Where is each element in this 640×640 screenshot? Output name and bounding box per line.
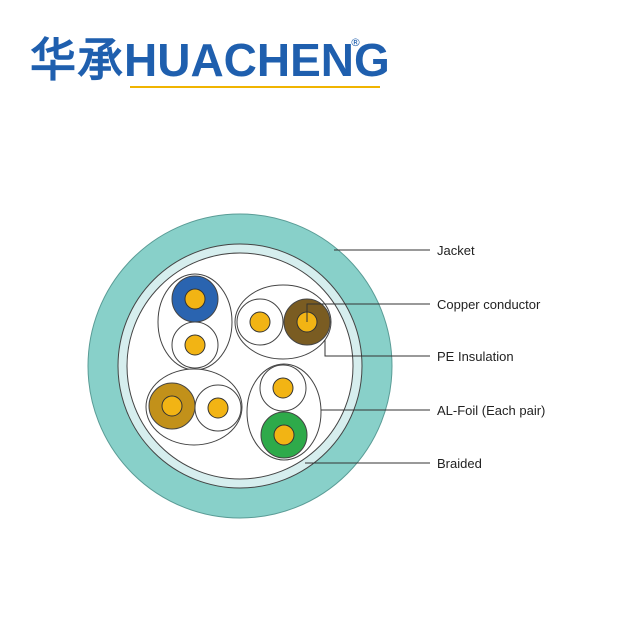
- logo-wordmark: 华承HUACHENG: [30, 32, 390, 88]
- conductor: [161, 395, 183, 417]
- label-al-foil: AL-Foil (Each pair): [437, 403, 545, 418]
- label-copper-conductor: Copper conductor: [437, 297, 541, 312]
- core-area: [126, 252, 354, 480]
- conductor: [207, 397, 229, 419]
- logo-underline: [130, 86, 380, 88]
- leader-pe: [324, 340, 430, 357]
- conductor: [184, 334, 206, 356]
- label-jacket: Jacket: [437, 243, 475, 258]
- conductor: [184, 288, 206, 310]
- label-pe-insulation: PE Insulation: [437, 349, 514, 364]
- leader-copper: [306, 303, 430, 322]
- brand-logo: 华承HUACHENG ®: [30, 32, 390, 92]
- conductor: [249, 311, 271, 333]
- conductor: [273, 424, 295, 446]
- registered-mark: ®: [350, 36, 361, 49]
- label-braided: Braided: [437, 456, 482, 471]
- logo-english: HUACHENG: [124, 34, 390, 86]
- logo-chinese: 华承: [30, 34, 124, 86]
- conductor: [272, 377, 294, 399]
